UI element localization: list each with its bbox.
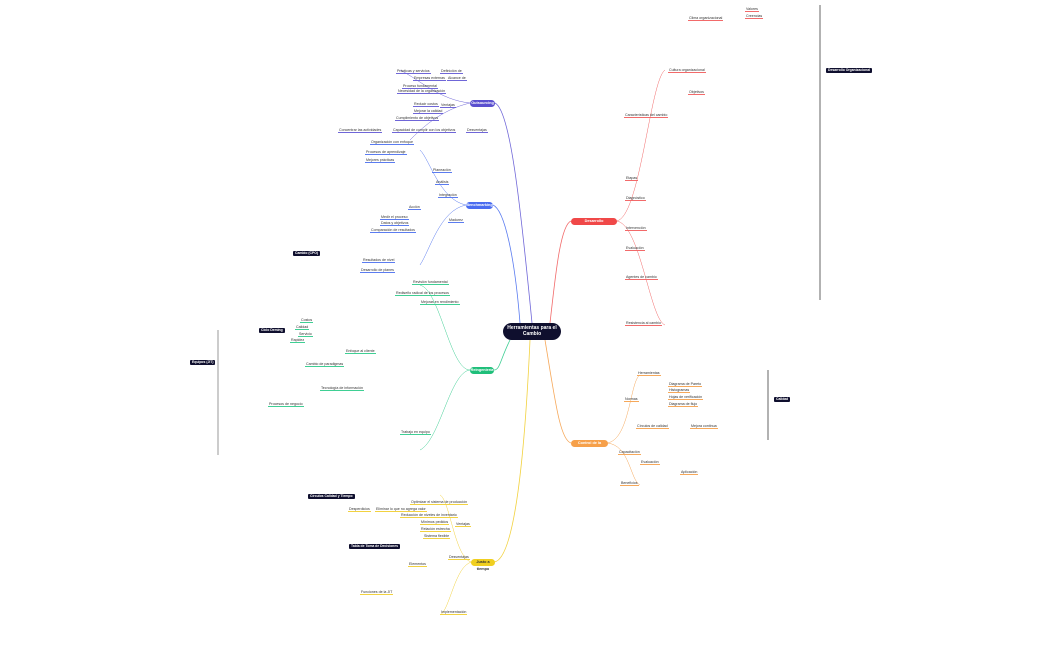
node[interactable]: Desarrollo de planes (360, 268, 395, 273)
node[interactable]: Alcance de (447, 76, 467, 81)
node[interactable]: Círculos de calidad (636, 424, 669, 429)
node[interactable]: Intervención (625, 226, 647, 231)
node[interactable]: Prácticas y servicios (396, 69, 431, 74)
node[interactable]: Rediseño radical de los procesos (395, 291, 450, 296)
node[interactable]: Objetivos (688, 90, 705, 95)
tag-cambio: Cambio (CPO) (293, 251, 320, 256)
node[interactable]: Características del cambio (624, 113, 669, 118)
node[interactable]: Implementación (440, 610, 468, 615)
node[interactable]: Enfoque al cliente (345, 349, 376, 354)
node[interactable]: Planeación (432, 168, 452, 173)
node[interactable]: Mejora continua (690, 424, 718, 429)
node[interactable]: Mínimos pedidos (420, 520, 450, 525)
node[interactable]: Ventajas (440, 103, 456, 108)
node[interactable]: Desventajas (448, 555, 470, 560)
branch-justo-a-tiempo[interactable]: Justo a tiempo (471, 559, 495, 571)
node[interactable]: Creencias (745, 14, 764, 19)
node[interactable]: Tecnología de información (320, 386, 364, 391)
node[interactable]: Etapas (625, 176, 639, 181)
node[interactable]: Resistencia al cambio (625, 321, 662, 326)
tag-toma-decisiones: Tabla de Toma de Decisiones (349, 544, 400, 549)
node[interactable]: Proceso fundamental (402, 84, 438, 89)
node[interactable]: Mejoras en rendimiento (420, 300, 460, 305)
node[interactable]: Sistema flexible (423, 534, 451, 539)
node[interactable]: Capacitación (618, 450, 641, 455)
node[interactable]: Necesidad de la organización (397, 89, 447, 94)
node[interactable]: Aplicación (680, 470, 699, 475)
node[interactable]: Comparación de resultados (370, 228, 416, 233)
branch-reingenieria[interactable]: Reingeniería (470, 367, 494, 374)
node[interactable]: Elementos (408, 562, 427, 567)
node[interactable]: Clima organizacional (688, 16, 724, 21)
node[interactable]: Desperdicios (348, 507, 371, 512)
node[interactable]: Trabajo en equipo (400, 430, 431, 435)
tag-calidad: Calidad (774, 397, 791, 402)
branch-benchmarking[interactable]: Benchmarking (466, 202, 493, 209)
node[interactable]: Eliminar lo que no agrega valor (375, 507, 427, 512)
branch-desarrollo-organizacional[interactable]: Desarrollo Organizacional (571, 218, 617, 230)
node[interactable]: Resultados de nivel (362, 258, 396, 263)
central-topic[interactable]: Herramientas para el Cambio (503, 323, 561, 340)
node[interactable]: Mejores prácticas (365, 158, 396, 163)
node[interactable]: Procesos de aprendizaje (365, 150, 407, 155)
node[interactable]: Definición de (440, 69, 463, 74)
node[interactable]: Diagnóstico (625, 196, 646, 201)
node[interactable]: Concentrar las actividades (338, 128, 383, 133)
tag-ciclo-deming: Ciclo Deming (259, 328, 285, 333)
branch-control-calidad[interactable]: Control de la Calidad (571, 440, 608, 452)
node[interactable]: Reducción de niveles de inventario (400, 513, 458, 518)
node[interactable]: Procesos de negocio (268, 402, 304, 407)
node[interactable]: Funciones de la JIT (360, 590, 394, 595)
tag-desarrollo-organizacional: Desarrollo Organizacional (826, 68, 873, 73)
node[interactable]: Cultura organizacional (668, 68, 706, 73)
node[interactable]: Hojas de verificación (668, 395, 704, 400)
node[interactable]: Evaluación (640, 460, 660, 465)
node[interactable]: Ventajas (455, 522, 471, 527)
tag-equipos: Equipos (JIT) (190, 360, 216, 365)
node[interactable]: Mejorar la calidad (413, 109, 444, 114)
node[interactable]: Evaluación (625, 246, 645, 251)
node[interactable]: Optimizar el sistema de producción (410, 500, 469, 505)
node[interactable]: Diagrama de Pareto (668, 382, 703, 387)
node[interactable]: Acción (408, 205, 421, 210)
node[interactable]: Beneficios (620, 481, 639, 486)
node[interactable]: Empresas externas (413, 76, 446, 81)
node[interactable]: Capacidad de cumplir con los objetivos (392, 128, 457, 133)
node[interactable]: Reducir costos (413, 102, 439, 107)
node[interactable]: Relación estrecha (420, 527, 451, 532)
node[interactable]: Rapidez (290, 338, 306, 343)
node[interactable]: Medir el proceso (380, 215, 409, 220)
node[interactable]: Herramientas (637, 371, 661, 376)
node[interactable]: Integración (438, 193, 458, 198)
node[interactable]: Histogramas (668, 388, 691, 393)
node[interactable]: Revisión fundamental (412, 280, 449, 285)
node[interactable]: Agentes de cambio (625, 275, 658, 280)
tag-circulos: Círculos Calidad y Tiempo (308, 494, 355, 499)
node[interactable]: Costos (300, 318, 314, 323)
node[interactable]: Análisis (435, 180, 450, 185)
node[interactable]: Cambio de paradigmas (305, 362, 345, 367)
node[interactable]: Madurez (448, 218, 464, 223)
node[interactable]: Cumplimiento de objetivos (395, 116, 440, 121)
node[interactable]: Valores (745, 7, 759, 12)
node[interactable]: Datos y objetivos (380, 221, 410, 226)
node[interactable]: Servicio (298, 332, 313, 337)
node[interactable]: Desventajas (466, 128, 488, 133)
node[interactable]: Calidad (295, 325, 310, 330)
node[interactable]: Diagrama de flujo (668, 402, 699, 407)
node[interactable]: Normas (624, 397, 639, 402)
node[interactable]: Organización con enfoque (370, 140, 414, 145)
branch-outsourcing[interactable]: Outsourcing (470, 100, 495, 107)
